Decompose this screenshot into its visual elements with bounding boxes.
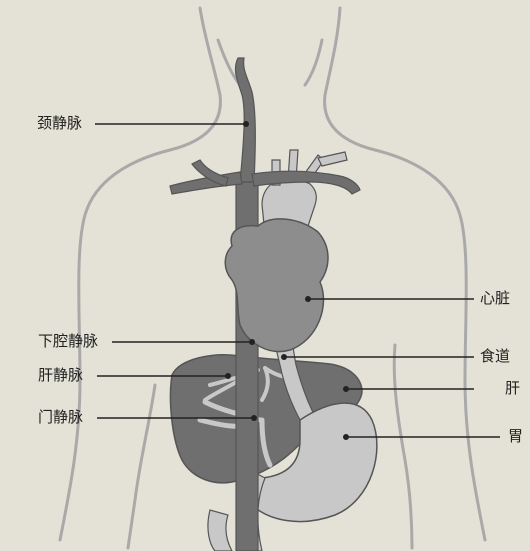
leader-dot-hepatic-vein: [225, 373, 231, 379]
leader-dot-heart: [305, 296, 311, 302]
intestine-tube-left: [208, 510, 232, 551]
leader-dot-stomach: [343, 434, 349, 440]
label-esophagus: 食道: [480, 349, 510, 364]
label-stomach: 胃: [508, 429, 523, 444]
label-heart: 心脏: [480, 291, 510, 306]
label-portal-vein: 门静脉: [38, 410, 83, 425]
label-inferior-vena-cava: 下腔静脉: [38, 334, 98, 349]
leader-dot-portal-vein: [251, 415, 257, 421]
right-neck-line: [305, 40, 322, 85]
label-jugular-vein: 颈静脉: [37, 116, 82, 131]
leader-dot-jugular-vein: [243, 121, 249, 127]
leader-dot-inferior-vena-cava: [249, 339, 255, 345]
left-arm-inner-outline: [128, 385, 155, 548]
right-arm-inner-outline: [394, 345, 412, 548]
leader-dot-esophagus: [281, 354, 287, 360]
label-hepatic-vein: 肝静脉: [38, 368, 83, 383]
label-liver: 肝: [505, 381, 520, 396]
leader-dot-liver: [343, 386, 349, 392]
